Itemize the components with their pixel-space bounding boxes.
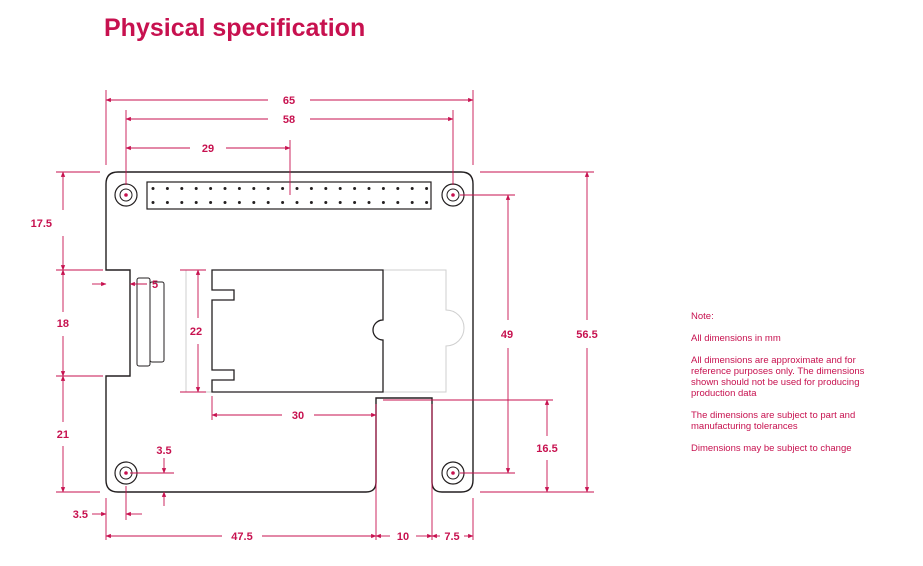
- dim-height-overall: 56.5: [576, 329, 597, 341]
- gpio-pin: [425, 201, 429, 204]
- gpio-pins: [151, 187, 429, 204]
- gpio-pin: [237, 187, 241, 190]
- gpio-pin: [237, 201, 241, 204]
- gpio-pin: [165, 201, 169, 204]
- dim-bottom-right: 7.5: [444, 531, 459, 543]
- gpio-pin: [410, 187, 414, 190]
- gpio-pin: [209, 201, 213, 204]
- dim-bottom-left: 47.5: [231, 531, 252, 543]
- gpio-pin: [180, 187, 184, 190]
- dim-cutout-depth: 5: [152, 279, 158, 291]
- gpio-pin: [180, 201, 184, 204]
- gpio-pin: [353, 201, 357, 204]
- gpio-pin: [194, 187, 198, 190]
- dim-module-width: 30: [292, 410, 304, 422]
- notes-panel: Note: All dimensions in mm All dimension…: [691, 311, 881, 465]
- gpio-pin: [324, 187, 328, 190]
- note-item: All dimensions in mm: [691, 333, 781, 344]
- mounting-hole-top-left: [114, 183, 138, 207]
- dim-hole-offset-x: 3.5: [73, 509, 88, 521]
- gpio-pin: [266, 201, 270, 204]
- gpio-pin: [410, 201, 414, 204]
- gpio-pin: [281, 201, 285, 204]
- notes-heading: Note:: [691, 311, 714, 322]
- gpio-pin: [223, 187, 227, 190]
- gpio-pin: [194, 201, 198, 204]
- dimension-annotations: [56, 90, 594, 540]
- dim-height-top: 17.5: [31, 218, 52, 230]
- dim-notch-height: 16.5: [536, 443, 557, 455]
- page-title: Physical specification: [104, 14, 366, 42]
- dim-height-mid: 18: [57, 318, 69, 330]
- gpio-pin: [425, 187, 429, 190]
- gpio-pin: [367, 201, 371, 204]
- dim-notch-width: 10: [397, 531, 409, 543]
- gpio-pin: [367, 187, 371, 190]
- gpio-pin: [309, 187, 313, 190]
- gpio-pin: [338, 187, 342, 190]
- gpio-pin: [223, 201, 227, 204]
- dim-hole-spacing-y: 49: [501, 329, 513, 341]
- gpio-pin: [295, 187, 299, 190]
- gpio-pin: [324, 201, 328, 204]
- gpio-pin: [396, 187, 400, 190]
- gpio-pin: [309, 201, 313, 204]
- gpio-pin: [151, 201, 155, 204]
- gpio-pin: [338, 201, 342, 204]
- gpio-header: [146, 181, 432, 210]
- gpio-pin: [252, 201, 256, 204]
- gpio-pin: [381, 187, 385, 190]
- gpio-pin: [281, 187, 285, 190]
- gpio-pin: [209, 187, 213, 190]
- gpio-pin: [252, 187, 256, 190]
- gpio-pin: [381, 201, 385, 204]
- note-item: Dimensions may be subject to change: [691, 443, 852, 454]
- dim-hole-offset-y: 3.5: [156, 445, 171, 457]
- note-item: All dimensions are approximate and for r…: [691, 355, 865, 399]
- dim-width-overall: 65: [283, 95, 295, 107]
- gpio-pin: [266, 187, 270, 190]
- dim-module-height: 22: [190, 326, 202, 338]
- gpio-pin: [396, 201, 400, 204]
- m2-module: [211, 269, 384, 393]
- side-connector: [136, 277, 165, 367]
- gpio-pin: [165, 187, 169, 190]
- dimension-labels: 65 58 29 17.5 5 18 21 22 3.5 3.5 30 49 5…: [31, 95, 598, 543]
- gpio-pin: [295, 201, 299, 204]
- dim-width-holes: 58: [283, 114, 295, 126]
- gpio-pin: [151, 187, 155, 190]
- gpio-pin: [353, 187, 357, 190]
- note-item: The dimensions are subject to part and m…: [691, 410, 856, 432]
- dim-header-offset: 29: [202, 143, 214, 155]
- dim-height-bottom: 21: [57, 429, 69, 441]
